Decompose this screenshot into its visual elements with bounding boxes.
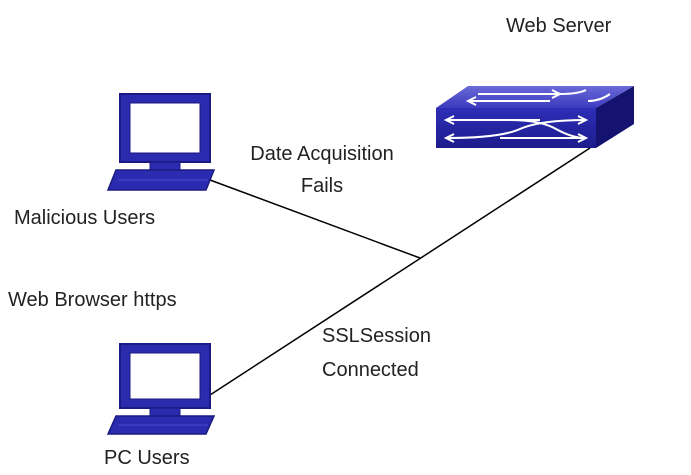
malicious-users-label: Malicious Users [14,207,156,229]
network-switch-icon [436,86,634,148]
web-browser-label: Web Browser https [8,289,177,311]
link-malicious-to-junction [209,179,421,259]
link-pc-to-server [209,147,591,396]
web-server-label: Web Server [506,15,612,37]
malicious-user-computer-icon [106,93,216,191]
pc-users-label: PC Users [104,447,190,469]
pc-user-computer-icon [106,343,216,435]
date-acquisition-label-line1: Date Acquisition [250,143,394,165]
ssl-session-label-line2: Connected [322,359,419,381]
date-acquisition-label-line2: Fails [300,175,344,197]
ssl-session-label-line1: SSLSession [322,325,431,347]
